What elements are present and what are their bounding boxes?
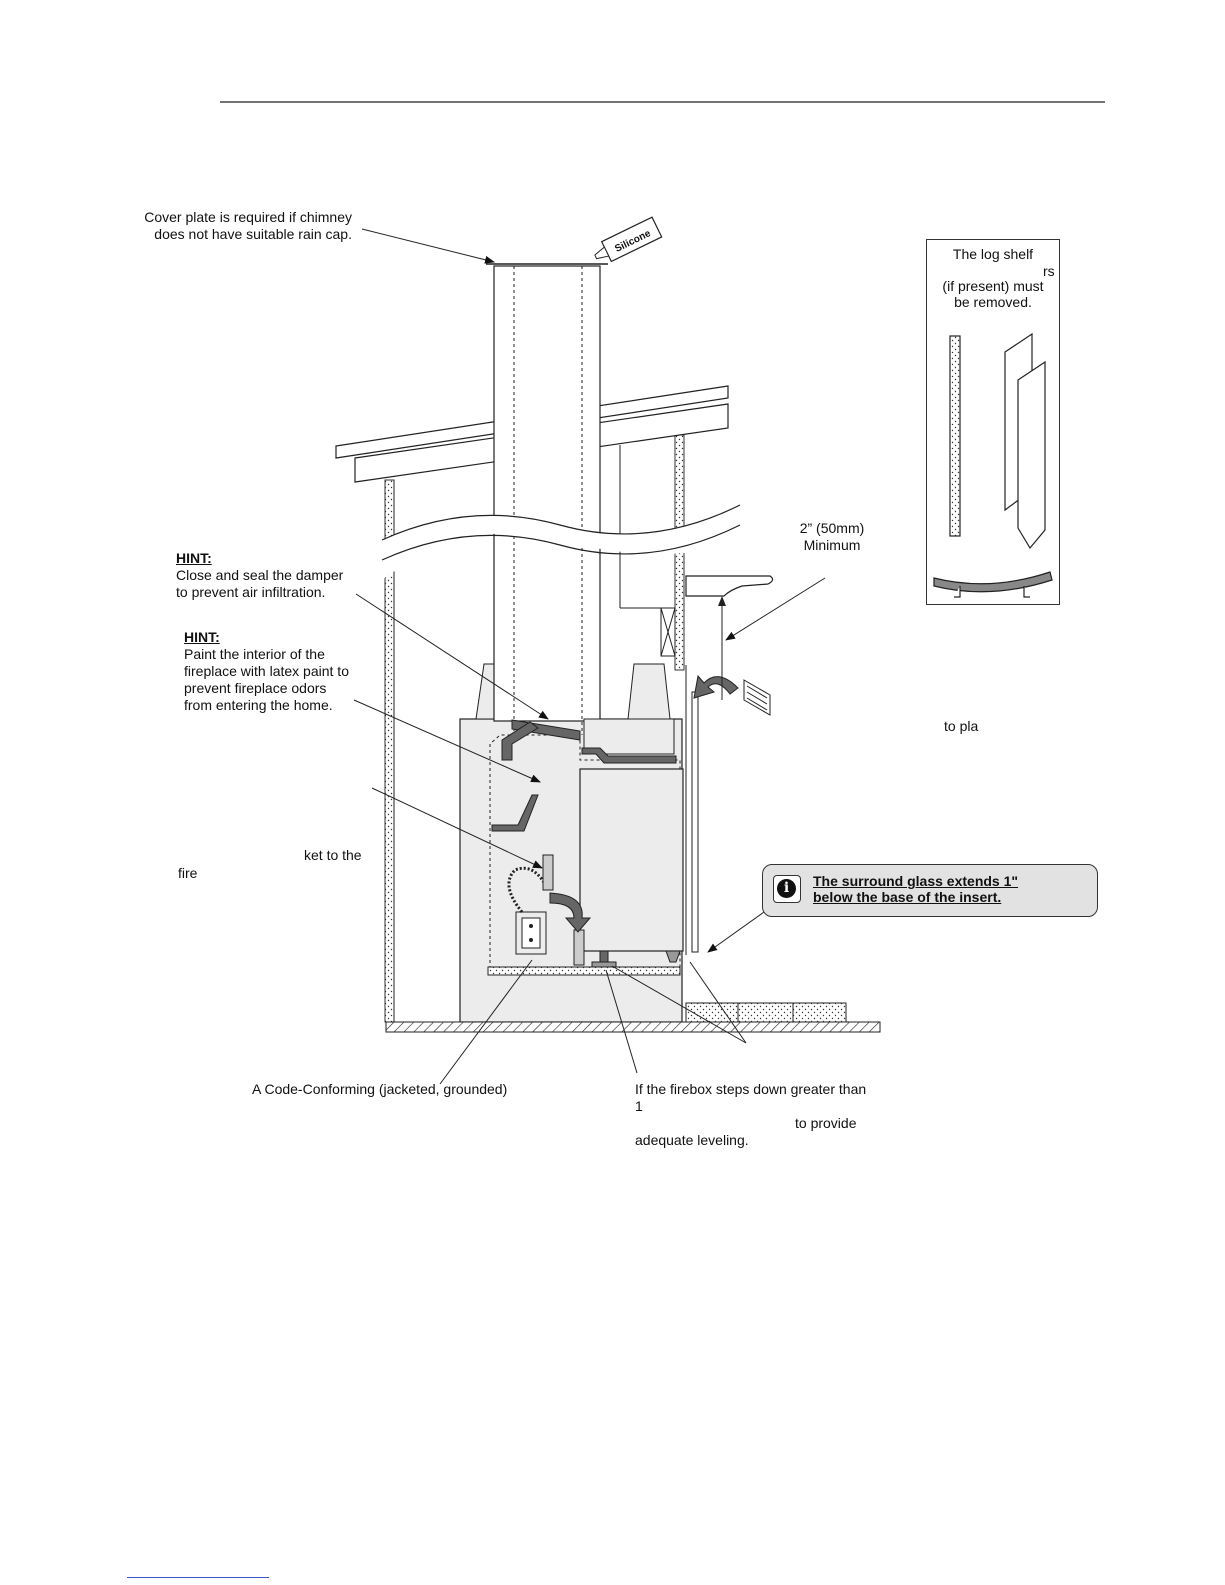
hint-paint: HINT: Paint the interior of the fireplac… <box>184 629 349 713</box>
install-arrow <box>549 892 592 933</box>
footer-link-rule[interactable] <box>127 1577 269 1578</box>
cover-plate-label: Cover plate is required if chimney does … <box>144 209 352 242</box>
clearance-label: 2” (50mm) Minimum <box>799 520 865 553</box>
damper-bracket <box>501 721 539 761</box>
leveling-legs <box>591 950 681 968</box>
surround-glass-notice: i The surround glass extends 1" below th… <box>762 864 1098 917</box>
log-shelf-line-1: The log shelf <box>952 246 1034 262</box>
hearth-bricks <box>685 1002 847 1023</box>
loose-bracket <box>491 794 539 832</box>
electrical-receptacle <box>507 854 585 966</box>
log-shelf-inset: The log shelf rs (if present) must be re… <box>926 239 1060 605</box>
bracket-label-fragment: ket to the <box>304 847 362 863</box>
info-icon: i <box>773 875 801 903</box>
hearth-floor <box>487 966 681 976</box>
mantel <box>685 575 774 597</box>
flue-collar <box>581 747 677 764</box>
leveling-label: If the firebox steps down greater than 1… <box>635 1081 867 1148</box>
log-shelf-line-2: rs <box>1043 263 1055 279</box>
log-shelf-line-4: be removed. <box>954 294 1032 310</box>
place-label-fragment: to pla <box>944 718 979 734</box>
fireplace-insert <box>579 768 684 952</box>
receptacle-label: A Code-Conforming (jacketed, grounded) <box>252 1081 508 1097</box>
surround-glass <box>691 691 699 953</box>
vent-arrow <box>693 674 739 699</box>
leader-lines <box>353 228 826 1085</box>
hint-damper: HINT: Close and seal the damper to preve… <box>176 550 344 600</box>
log-shelf-parts <box>933 332 1053 598</box>
chimney <box>486 263 608 735</box>
break-line <box>382 505 740 580</box>
base-slab <box>385 1021 881 1033</box>
smoke-shelf-right <box>627 663 671 720</box>
fire-label-fragment: fire <box>178 865 198 881</box>
log-shelf-line-3: (if present) must <box>942 278 1044 294</box>
vent-grille <box>743 679 771 716</box>
silicone-tube: Silicone <box>594 216 663 263</box>
